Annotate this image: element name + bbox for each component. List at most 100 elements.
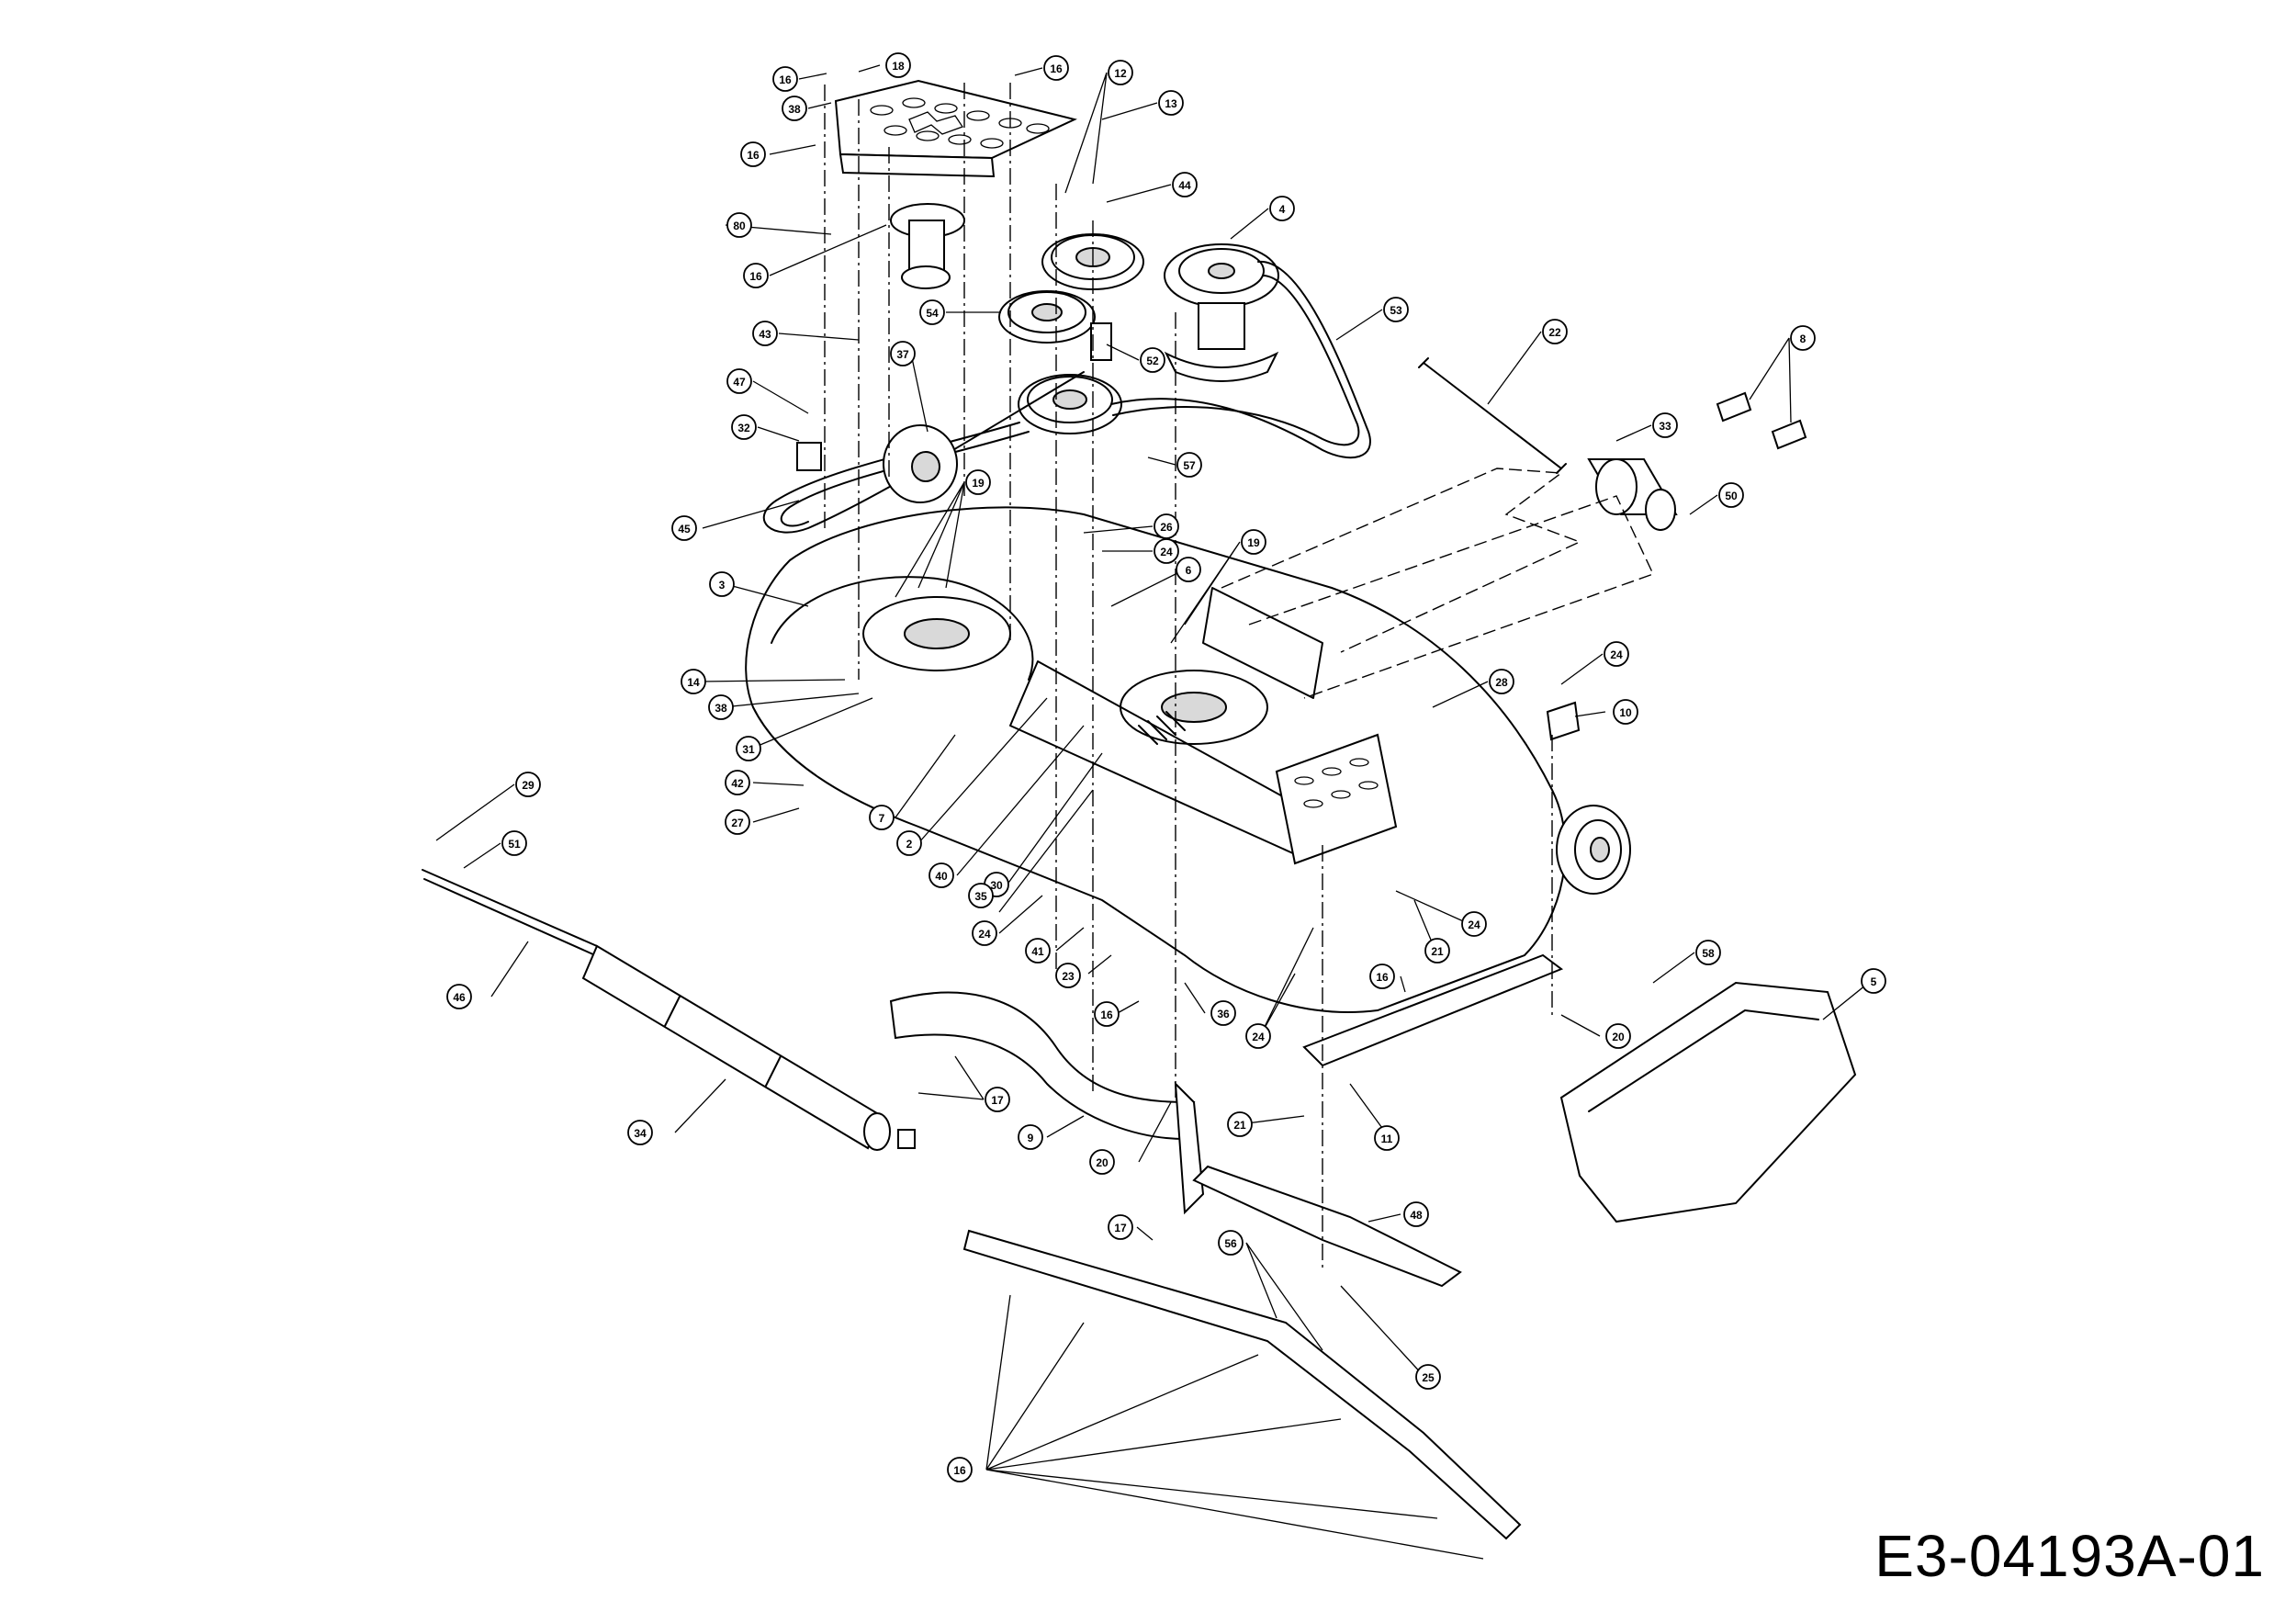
callout-label: 13 xyxy=(1165,97,1177,110)
callout-16: 16 xyxy=(740,141,766,167)
callout-16: 16 xyxy=(947,1457,973,1482)
spacer-52 xyxy=(1090,322,1112,361)
callout-label: 6 xyxy=(1186,564,1192,577)
callout-40: 40 xyxy=(929,862,954,888)
callout-24: 24 xyxy=(1604,641,1629,667)
callout-label: 57 xyxy=(1183,459,1196,472)
callout-47: 47 xyxy=(726,368,752,394)
callout-label: 35 xyxy=(974,890,987,903)
bracket-8b xyxy=(1771,419,1807,450)
callout-3: 3 xyxy=(709,571,735,597)
callout-52: 52 xyxy=(1140,347,1165,373)
callout-16: 16 xyxy=(1094,1001,1120,1027)
roller-shaft-46 xyxy=(422,869,598,956)
callout-57: 57 xyxy=(1176,452,1202,478)
bracket-10 xyxy=(1546,701,1581,741)
bracket-8a xyxy=(1716,391,1752,423)
belt-53-inner xyxy=(1112,275,1360,446)
callout-label: 34 xyxy=(634,1127,647,1140)
baffle-9 xyxy=(889,991,1196,1141)
callout-26: 26 xyxy=(1154,513,1179,539)
callout-20: 20 xyxy=(1605,1023,1631,1049)
callout-5: 5 xyxy=(1861,968,1886,994)
callout-label: 53 xyxy=(1390,304,1402,317)
callout-36: 36 xyxy=(1210,1000,1236,1026)
callout-label: 21 xyxy=(1431,945,1444,958)
callout-80: 80 xyxy=(726,212,752,238)
spacer-small xyxy=(897,1129,916,1149)
callout-34: 34 xyxy=(627,1120,653,1145)
callout-label: 33 xyxy=(1659,420,1671,433)
callout-46: 46 xyxy=(446,984,472,1009)
callout-16: 16 xyxy=(772,66,798,92)
callout-25: 25 xyxy=(1415,1364,1441,1390)
callout-label: 50 xyxy=(1725,490,1738,502)
callout-20: 20 xyxy=(1089,1149,1115,1175)
callout-24: 24 xyxy=(1154,538,1179,564)
callout-24: 24 xyxy=(972,920,997,946)
callout-27: 27 xyxy=(725,809,750,835)
callout-label: 12 xyxy=(1114,67,1127,80)
callout-56: 56 xyxy=(1218,1230,1244,1256)
callout-48: 48 xyxy=(1403,1201,1429,1227)
callout-label: 29 xyxy=(522,779,535,792)
callout-label: 38 xyxy=(788,103,801,116)
callout-label: 4 xyxy=(1279,203,1286,216)
callout-label: 16 xyxy=(1100,1009,1113,1021)
callout-2: 2 xyxy=(896,830,922,856)
callout-label: 16 xyxy=(779,73,792,86)
callout-21: 21 xyxy=(1227,1111,1253,1137)
callout-label: 16 xyxy=(953,1464,966,1477)
mower-deck xyxy=(745,506,1567,1013)
roller-33 xyxy=(1587,458,1678,531)
callout-38: 38 xyxy=(708,694,734,720)
callout-38: 38 xyxy=(782,96,807,121)
discharge-chute-5 xyxy=(1559,981,1857,1223)
callout-label: 38 xyxy=(715,702,727,715)
callout-label: 48 xyxy=(1410,1209,1423,1222)
callout-label: 24 xyxy=(1610,648,1623,661)
callout-label: 21 xyxy=(1233,1119,1246,1132)
callout-50: 50 xyxy=(1718,482,1744,508)
belt-53 xyxy=(1110,260,1371,459)
callout-label: 11 xyxy=(1381,1133,1393,1145)
callout-label: 80 xyxy=(733,220,746,232)
callout-10: 10 xyxy=(1613,699,1638,725)
callout-8: 8 xyxy=(1790,325,1816,351)
callout-19: 19 xyxy=(1241,529,1266,555)
callout-24: 24 xyxy=(1245,1023,1271,1049)
deck-wheel xyxy=(1556,805,1631,895)
callout-24: 24 xyxy=(1461,911,1487,937)
callout-label: 22 xyxy=(1548,326,1561,339)
idler-pulley-37 xyxy=(883,424,958,503)
callout-label: 30 xyxy=(990,879,1003,892)
callout-label: 2 xyxy=(906,838,913,851)
callout-13: 13 xyxy=(1158,90,1184,116)
callout-label: 52 xyxy=(1146,355,1159,367)
callout-label: 32 xyxy=(737,422,750,434)
callout-label: 9 xyxy=(1028,1132,1034,1144)
callout-14: 14 xyxy=(681,669,706,694)
drawing-code: E3-04193A-01 xyxy=(1874,1523,2265,1589)
callout-label: 20 xyxy=(1096,1156,1109,1169)
callout-21: 21 xyxy=(1424,938,1450,964)
callout-label: 24 xyxy=(1252,1031,1265,1043)
callout-label: 19 xyxy=(972,477,985,490)
callout-label: 58 xyxy=(1702,947,1715,960)
callout-label: 17 xyxy=(991,1094,1004,1107)
callout-43: 43 xyxy=(752,321,778,346)
callout-label: 27 xyxy=(731,817,744,829)
callout-44: 44 xyxy=(1172,172,1198,197)
callout-29: 29 xyxy=(515,772,541,797)
left-spindle-assembly xyxy=(890,203,965,289)
blade-48 xyxy=(1192,1165,1462,1288)
callout-label: 24 xyxy=(1160,546,1173,558)
callout-label: 16 xyxy=(749,270,762,283)
callout-label: 10 xyxy=(1619,706,1632,719)
callout-35: 35 xyxy=(968,883,994,908)
callout-32: 32 xyxy=(731,414,757,440)
callout-label: 54 xyxy=(926,307,939,320)
callout-42: 42 xyxy=(725,770,750,795)
callout-label: 18 xyxy=(892,60,905,73)
